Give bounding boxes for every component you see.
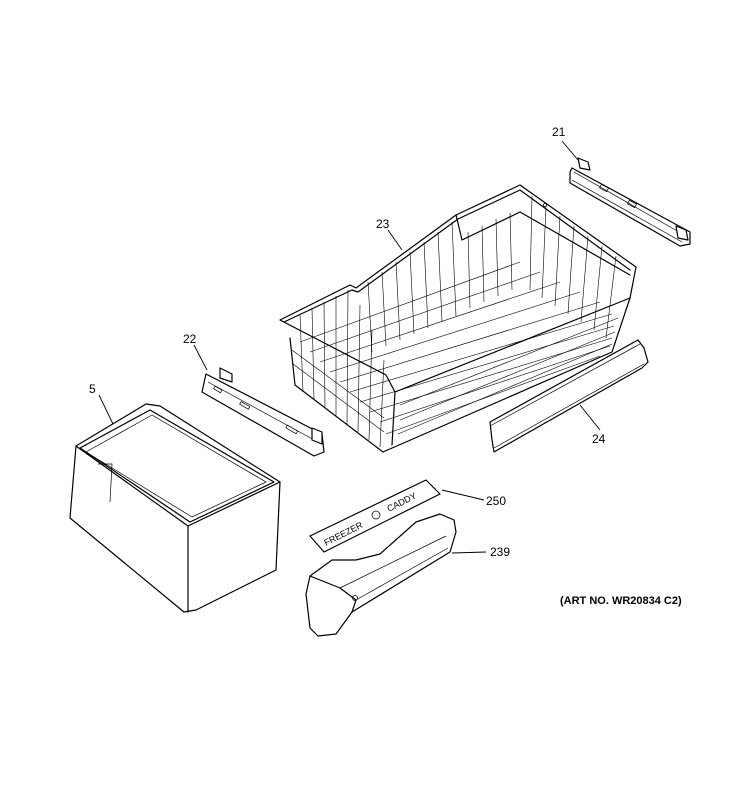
leader-21 xyxy=(561,140,579,161)
callout-21: 21 xyxy=(552,125,566,139)
part-22-rail xyxy=(201,367,325,457)
leader-239 xyxy=(451,551,487,554)
callout-5: 5 xyxy=(89,382,96,396)
callout-250: 250 xyxy=(486,494,506,508)
part-21-rail xyxy=(569,157,691,247)
callout-22: 22 xyxy=(183,332,197,346)
basket-wires xyxy=(291,195,619,448)
callout-23: 23 xyxy=(376,217,390,231)
callout-239: 239 xyxy=(490,545,510,559)
part-23-wire-basket xyxy=(279,184,637,453)
leader-24 xyxy=(579,404,601,431)
callout-24: 24 xyxy=(592,432,606,446)
art-number: (ART NO. WR20834 C2) xyxy=(560,595,682,607)
part-5-bin xyxy=(69,403,281,613)
leader-250 xyxy=(441,489,485,501)
leader-22 xyxy=(193,344,208,371)
leader-23 xyxy=(387,229,403,251)
part-24-trim xyxy=(489,339,649,453)
leader-5 xyxy=(98,394,114,425)
part-239-caddy xyxy=(305,513,457,637)
